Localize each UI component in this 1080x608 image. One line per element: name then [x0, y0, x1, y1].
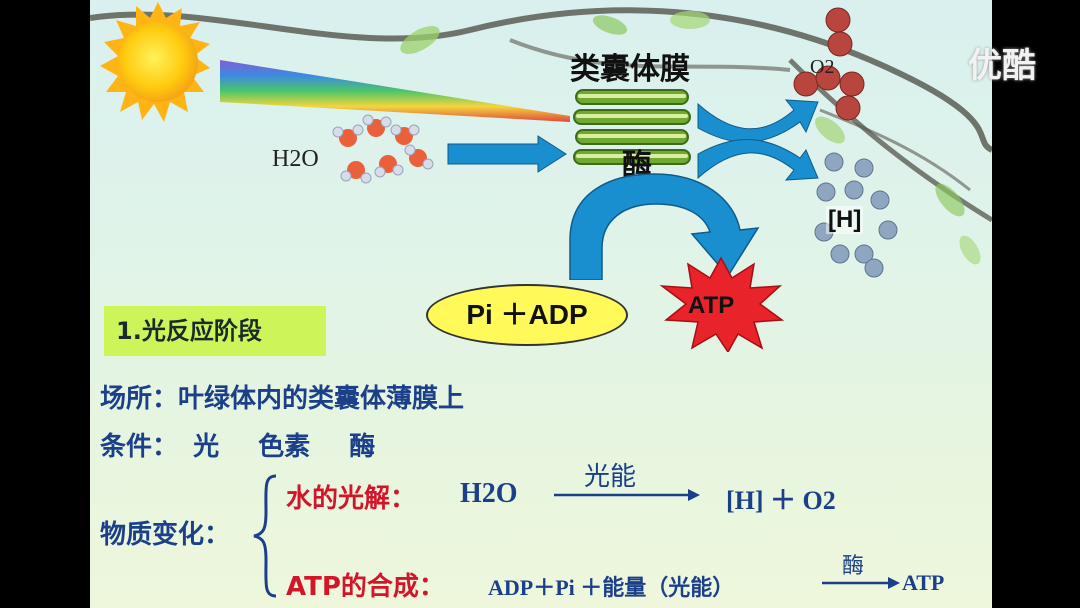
oxygen-label: O2	[810, 56, 835, 78]
atp-label: ATP	[688, 292, 735, 319]
condition-line: 条件： 光 色素 酶	[100, 426, 375, 463]
location-line: 场所：叶绿体内的类囊体薄膜上	[100, 378, 464, 415]
water-molecules-icon	[332, 114, 434, 184]
membrane-label: 类囊体膜	[570, 52, 690, 87]
atp-burst-icon	[659, 256, 784, 352]
condition-item-enzyme: 酶	[349, 432, 376, 462]
atp-synthesis-label: ATP的合成：	[286, 572, 445, 602]
atp-curve-arrow	[569, 173, 760, 280]
photolysis-condition: 光能	[584, 462, 637, 492]
location-value: 叶绿体内的类囊体薄膜上	[178, 384, 465, 414]
photolysis-reactant: H2O	[460, 478, 518, 509]
condition-item-light: 光	[193, 432, 220, 462]
photolysis-products: [H] ＋ O2	[726, 486, 836, 515]
hydrogen-label: [H]	[826, 206, 864, 234]
condition-label: 条件：	[100, 432, 179, 462]
atp-synthesis-condition: 酶	[842, 554, 865, 579]
water-label: H2O	[272, 146, 319, 172]
condition-item-pigment: 色素	[258, 432, 311, 462]
photolysis-label: 水的光解：	[286, 484, 417, 514]
watermark-logo: 优酷	[968, 46, 1036, 86]
thylakoid-stack	[573, 89, 691, 165]
pi-adp-ellipse: Pi ＋ADP	[426, 284, 628, 346]
atp-synthesis-reactants: ADP＋Pi ＋能量（光能）	[488, 575, 735, 600]
water-arrow	[447, 135, 567, 173]
section-title: 1.光反应阶段	[104, 306, 326, 356]
atp-synthesis-product: ATP	[902, 570, 945, 595]
oxygen-molecules-icon	[793, 7, 865, 121]
sun-icon	[100, 2, 570, 122]
slide: 类囊体膜 酶 H2O	[90, 0, 992, 608]
brace-icon	[253, 474, 277, 598]
location-label: 场所：	[100, 384, 179, 414]
change-label: 物质变化：	[100, 520, 231, 550]
photolysis-arrow	[554, 489, 700, 501]
split-arrows	[697, 99, 819, 181]
atp-synthesis-arrow	[822, 577, 900, 589]
